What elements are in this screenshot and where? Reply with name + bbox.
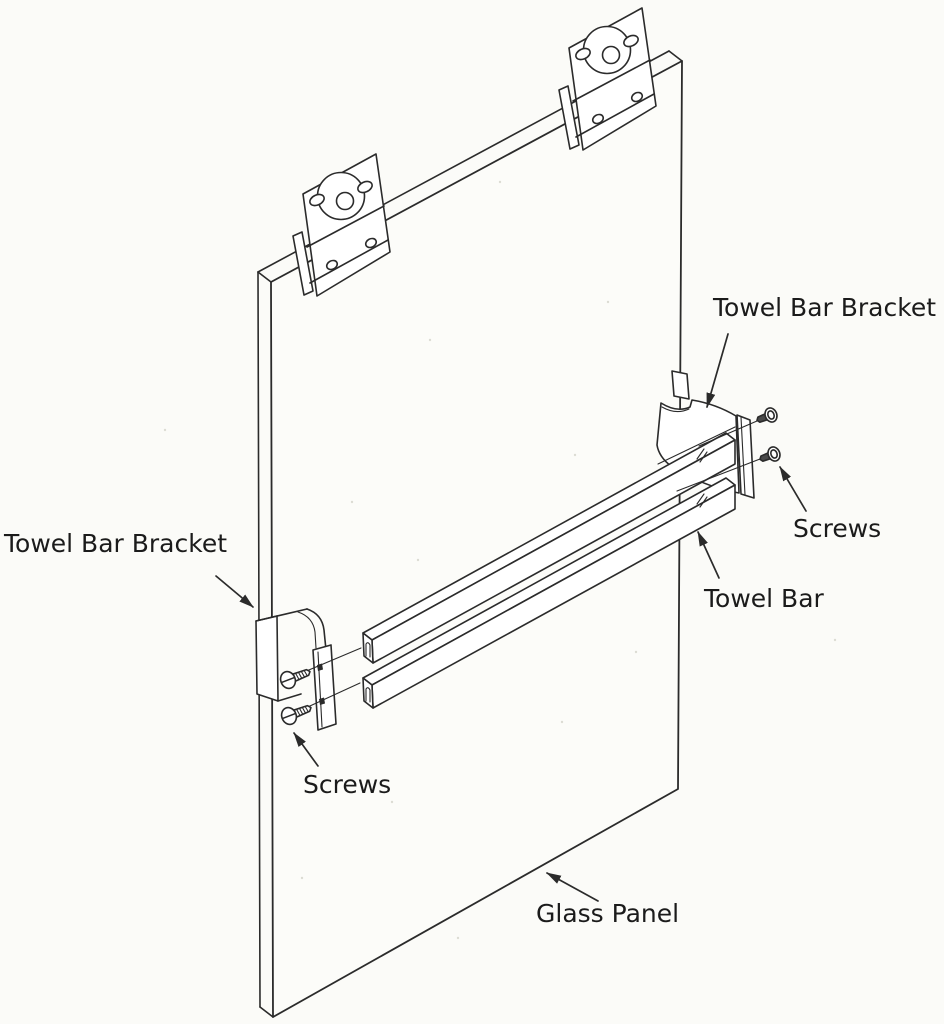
label-glass-panel: Glass Panel [536,899,680,928]
leader-arrows [215,333,807,902]
screw-right-upper [753,405,780,428]
leader-arrow-screws-left [293,732,319,767]
leader-arrow-glass-panel [546,872,599,902]
leader-arrow-screws-right [779,466,807,512]
screw-right-lower [756,444,783,467]
paper-speckle [163,180,837,940]
label-towel-bar-bracket-right: Towel Bar Bracket [713,293,936,322]
leader-arrow-towel-bar [697,531,720,579]
label-towel-bar: Towel Bar [704,584,824,613]
leader-arrow-towel-bar-bracket-right [706,333,729,408]
right-bracket-strip [736,414,755,499]
label-screws-right: Screws [793,514,882,543]
leader-arrow-towel-bar-bracket-left [215,575,254,608]
label-towel-bar-bracket-left: Towel Bar Bracket [4,529,227,558]
towel-bar-tubes [362,432,736,709]
label-screws-left: Screws [303,770,392,799]
